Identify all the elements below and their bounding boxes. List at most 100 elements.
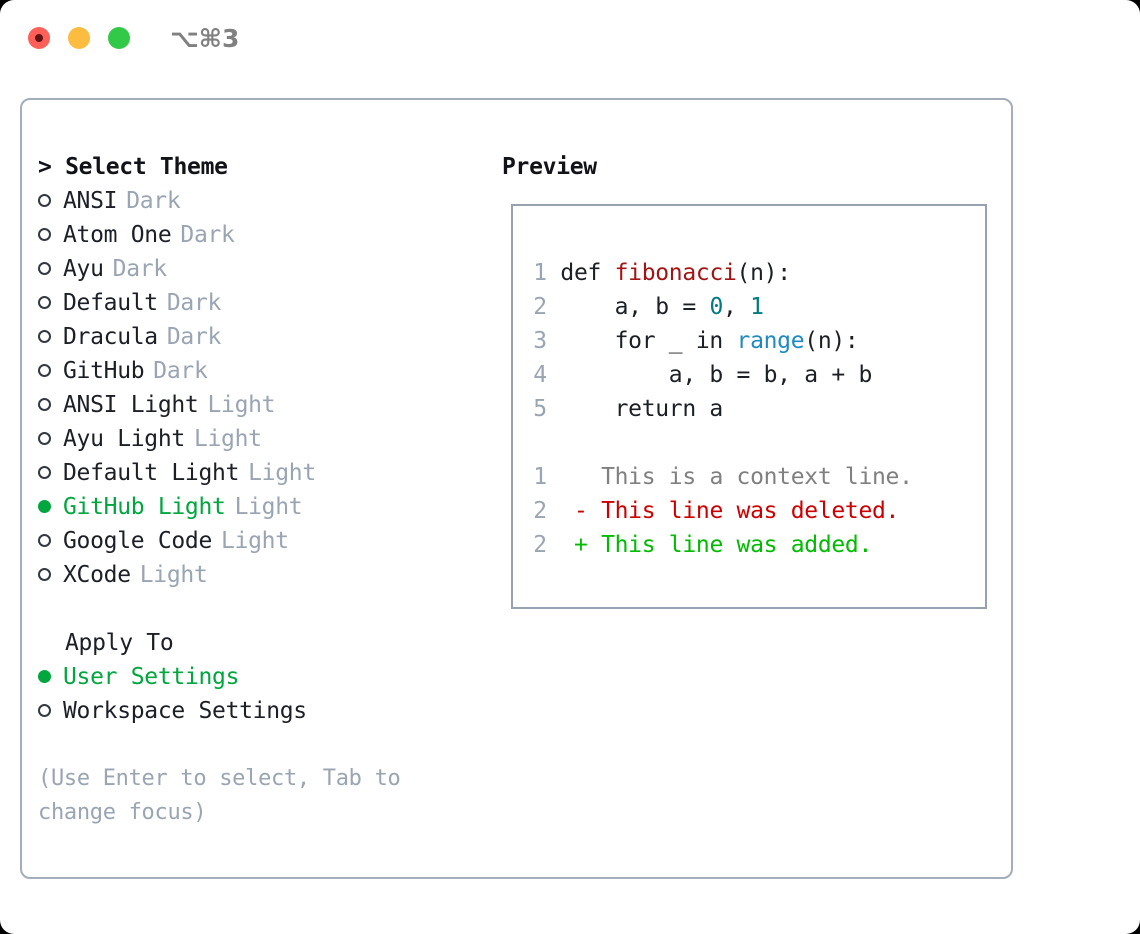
theme-list-item[interactable]: Default Light Light xyxy=(38,456,478,490)
code-token: 1 xyxy=(750,294,764,320)
apply-to-name: User Settings xyxy=(63,664,240,690)
apply-to-name: Workspace Settings xyxy=(63,698,307,724)
radio-unselected-icon xyxy=(38,262,51,275)
diff-line-number: 2 xyxy=(533,498,547,524)
code-line-number: 2 xyxy=(533,294,547,320)
radio-unselected-icon xyxy=(38,398,51,411)
theme-variant-badge: Dark xyxy=(166,324,222,350)
code-token: , xyxy=(723,294,751,320)
theme-name: Default Light xyxy=(63,460,240,486)
apply-to-item[interactable]: Workspace Settings xyxy=(38,694,478,728)
theme-variant-badge: Dark xyxy=(126,188,181,214)
code-line-number: 4 xyxy=(533,362,547,388)
code-token: range xyxy=(736,328,805,354)
diff-line-number: 1 xyxy=(533,464,547,490)
code-diff-gap xyxy=(533,426,913,460)
code-token: def xyxy=(560,260,615,286)
theme-name: ANSI Light xyxy=(63,392,199,418)
radio-unselected-icon xyxy=(38,364,51,377)
theme-name: Atom One xyxy=(63,222,172,248)
apply-to-label: Apply To xyxy=(65,630,174,656)
diff-marker xyxy=(574,464,601,490)
code-line: 4 a, b = b, a + b xyxy=(533,358,913,392)
theme-variant-badge: Dark xyxy=(166,290,222,316)
code-token: 0 xyxy=(709,294,723,320)
theme-name: Dracula xyxy=(63,324,158,350)
code-token: (n): xyxy=(804,328,859,354)
radio-unselected-icon xyxy=(38,466,51,479)
theme-variant-badge: Light xyxy=(193,426,262,452)
close-button[interactable] xyxy=(28,27,50,49)
theme-variant-badge: Dark xyxy=(180,222,235,248)
theme-list-item[interactable]: XCode Light xyxy=(38,558,478,592)
theme-name: XCode xyxy=(63,562,131,588)
keyboard-hint-text: (Use Enter to select, Tab to change focu… xyxy=(38,766,401,825)
maximize-button[interactable] xyxy=(108,27,130,49)
title-bar: ⌥⌘3 xyxy=(0,0,1140,76)
preview-column: Preview xyxy=(502,150,1002,184)
diff-line: 2 + This line was added. xyxy=(533,528,913,562)
code-token: (n): xyxy=(736,260,792,286)
theme-list-item[interactable]: Ayu Dark xyxy=(38,252,478,286)
diff-text: This line was added. xyxy=(601,532,873,558)
diff-text: This is a context line. xyxy=(601,464,913,490)
keyboard-shortcut-label: ⌥⌘3 xyxy=(170,24,240,53)
code-line: 3 for _ in range(n): xyxy=(533,324,913,358)
radio-unselected-icon xyxy=(38,296,51,309)
diff-line-number: 2 xyxy=(533,532,547,558)
radio-unselected-icon xyxy=(38,704,51,717)
radio-unselected-icon xyxy=(38,534,51,547)
list-spacer xyxy=(38,592,478,626)
radio-unselected-icon xyxy=(38,194,51,207)
theme-name: ANSI xyxy=(63,188,118,214)
theme-name: GitHub Light xyxy=(63,494,226,520)
theme-list-item[interactable]: Dracula Dark xyxy=(38,320,478,354)
theme-list-item[interactable]: GitHub Light Light xyxy=(38,490,478,524)
theme-name: Default xyxy=(63,290,158,316)
theme-list-item[interactable]: ANSI Light Light xyxy=(38,388,478,422)
theme-name: Ayu xyxy=(63,256,104,282)
code-line-number: 1 xyxy=(533,260,547,286)
radio-unselected-icon xyxy=(38,228,51,241)
code-token: a, b = b, a + b xyxy=(560,362,873,388)
theme-list-item[interactable]: Google Code Light xyxy=(38,524,478,558)
code-line-number: 3 xyxy=(533,328,547,354)
code-line: 5 return a xyxy=(533,392,913,426)
apply-to-item[interactable]: User Settings xyxy=(38,660,478,694)
theme-variant-badge: Light xyxy=(139,562,208,588)
theme-variant-badge: Dark xyxy=(153,358,208,384)
theme-variant-badge: Dark xyxy=(112,256,168,282)
radio-selected-icon xyxy=(38,670,51,683)
code-line: 1 def fibonacci(n): xyxy=(533,256,913,290)
radio-unselected-icon xyxy=(38,432,51,445)
diff-line: 1 This is a context line. xyxy=(533,460,913,494)
code-token: for _ in xyxy=(560,328,737,354)
minimize-button[interactable] xyxy=(68,27,90,49)
theme-variant-badge: Light xyxy=(207,392,276,418)
code-line-number: 5 xyxy=(533,396,547,422)
diff-text: This line was deleted. xyxy=(601,498,900,524)
diff-marker: - xyxy=(573,498,602,524)
radio-unselected-icon xyxy=(38,330,51,343)
theme-list-item[interactable]: Atom One Dark xyxy=(38,218,478,252)
code-token: a, b = xyxy=(560,294,710,320)
theme-name: Google Code xyxy=(63,528,213,554)
preview-header: Preview xyxy=(502,154,597,180)
theme-list-item[interactable]: Default Dark xyxy=(38,286,478,320)
theme-list-item[interactable]: ANSI Dark xyxy=(38,184,478,218)
theme-variant-badge: Light xyxy=(221,528,289,554)
diff-marker: + xyxy=(573,532,602,558)
theme-variant-badge: Light xyxy=(248,460,316,486)
radio-selected-icon xyxy=(38,500,51,513)
code-token: fibonacci xyxy=(614,260,737,286)
theme-variant-badge: Light xyxy=(234,494,303,520)
